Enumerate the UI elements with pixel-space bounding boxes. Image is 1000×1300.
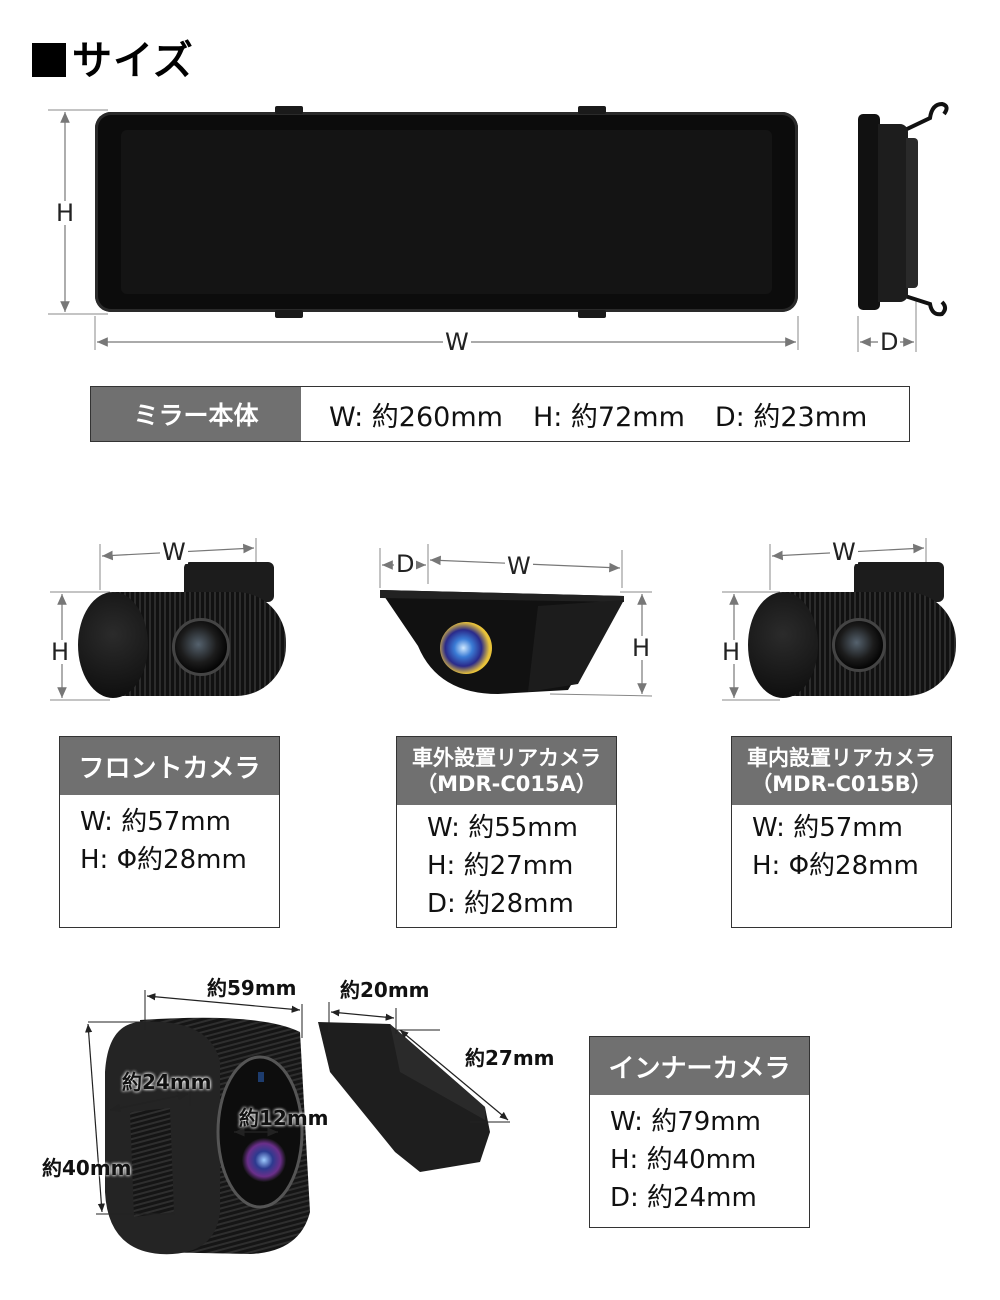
spec-model-line: （MDR-C015B） [751, 772, 932, 796]
spec-value-w: W: 約57mm [80, 807, 231, 837]
spec-value-w: W: 約55mm [427, 813, 578, 843]
spec-value-w: W: 約79mm [610, 1107, 761, 1137]
front-camera-spec: フロントカメラ W: 約57mm H: Φ約28mm [59, 736, 280, 928]
inner-cam-dim-mount-length: 約27mm [465, 1046, 555, 1070]
spec-value-h: H: Φ約28mm [752, 851, 919, 881]
mirror-side-back [906, 138, 918, 288]
rear-internal-camera-image [746, 560, 956, 700]
front-camera-spec-title: フロントカメラ [60, 737, 279, 795]
mirror-spec-table: ミラー本体 W: 約260mm H: 約72mm D: 約23mm [90, 386, 910, 442]
inner-camera-spec-values: W: 約79mm H: 約40mm D: 約24mm [590, 1095, 809, 1217]
rear-ext-dim-h: H [630, 634, 653, 662]
rear-int-dim-h: H [720, 638, 743, 666]
rear-ext-dim-d: D [394, 550, 417, 578]
spec-value-d: D: 約28mm [427, 889, 574, 919]
spec-title-line: フロントカメラ [78, 753, 261, 784]
mirror-side-body [878, 124, 908, 302]
mirror-spec-h: H: 約72mm [532, 401, 685, 433]
mirror-dim-d: D [878, 328, 901, 356]
spec-value-h: H: Φ約28mm [80, 845, 247, 875]
spec-title-line: 車外設置リアカメラ [412, 746, 601, 770]
spec-model-line: （MDR-C015A） [416, 772, 597, 796]
rear-int-dim-w: W [830, 538, 858, 566]
mirror-dim-h: H [54, 199, 77, 227]
front-camera-image [76, 560, 286, 700]
front-cam-dim-w: W [160, 538, 188, 566]
rear-external-camera-spec-values: W: 約55mm H: 約27mm D: 約28mm [397, 805, 616, 923]
section-title: サイズ [32, 28, 194, 86]
mirror-dim-w: W [443, 328, 471, 356]
inner-cam-dim-side-width: 約24mm [122, 1070, 212, 1094]
spec-value-h: H: 約27mm [427, 851, 574, 881]
spec-title-line: 車内設置リアカメラ [747, 746, 936, 770]
spec-title-line: インナーカメラ [608, 1053, 791, 1084]
mirror-spec-values: W: 約260mm H: 約72mm D: 約23mm [301, 387, 909, 441]
inner-cam-dim-height: 約40mm [42, 1156, 132, 1180]
front-cam-dim-h: H [49, 638, 72, 666]
rear-internal-camera-spec: 車内設置リアカメラ （MDR-C015B） W: 約57mm H: Φ約28mm [731, 736, 952, 928]
section-title-text: サイズ [72, 38, 194, 84]
rear-external-camera-spec-title: 車外設置リアカメラ （MDR-C015A） [397, 737, 616, 805]
rear-external-camera-spec: 車外設置リアカメラ （MDR-C015A） W: 約55mm H: 約27mm … [396, 736, 617, 928]
rear-internal-camera-spec-values: W: 約57mm H: Φ約28mm [732, 805, 951, 885]
inner-camera-spec: インナーカメラ W: 約79mm H: 約40mm D: 約24mm [589, 1036, 810, 1228]
spec-value-w: W: 約57mm [752, 813, 903, 843]
rear-ext-dim-w: W [505, 552, 533, 580]
mirror-screen [121, 130, 772, 294]
mirror-spec-d: D: 約23mm [714, 401, 868, 433]
inner-camera-dimension-lines [85, 990, 510, 1215]
spec-value-h: H: 約40mm [610, 1145, 757, 1175]
front-camera-spec-values: W: 約57mm H: Φ約28mm [60, 795, 279, 879]
inner-cam-dim-lens: 約12mm [239, 1106, 329, 1130]
mirror-spec-w: W: 約260mm [329, 401, 503, 433]
rear-external-camera-image [378, 586, 628, 698]
mirror-side-image [858, 114, 880, 310]
inner-camera-spec-title: インナーカメラ [590, 1037, 809, 1095]
mirror-front-image [95, 106, 798, 318]
mirror-spec-label: ミラー本体 [91, 387, 301, 441]
inner-cam-dim-mount-depth: 約20mm [340, 978, 430, 1002]
square-bullet-icon [32, 43, 66, 77]
rear-internal-camera-spec-title: 車内設置リアカメラ （MDR-C015B） [732, 737, 951, 805]
inner-cam-dim-width: 約59mm [207, 976, 297, 1000]
spec-value-d: D: 約24mm [610, 1183, 757, 1213]
